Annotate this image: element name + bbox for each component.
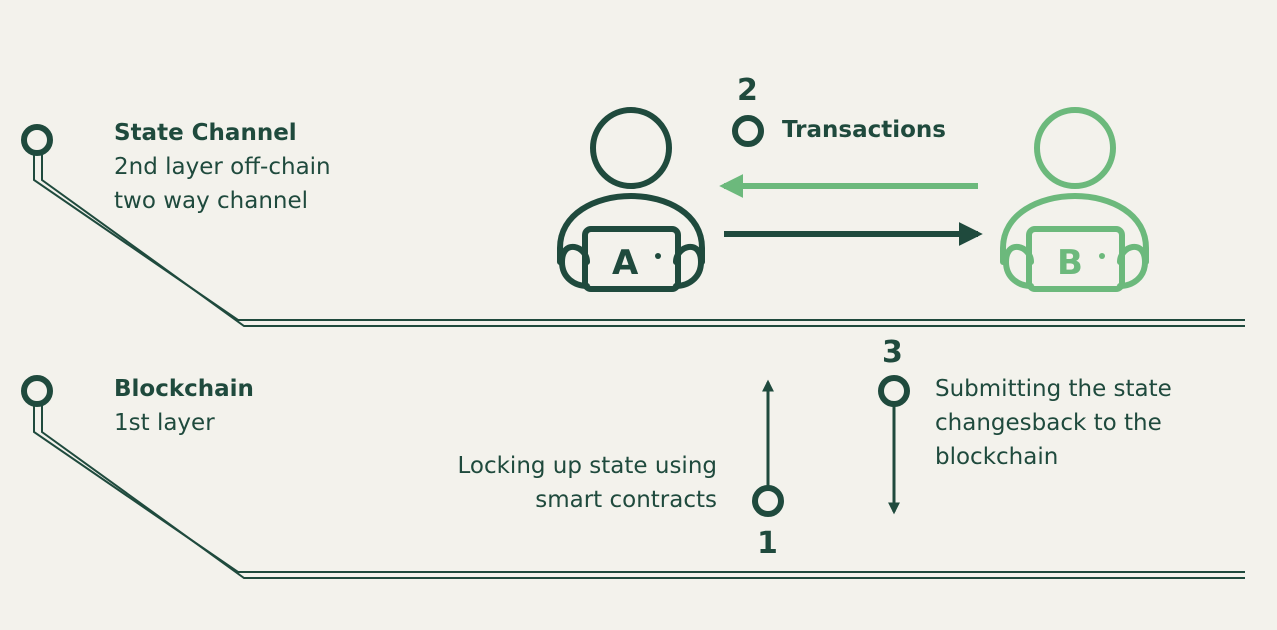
user-a-screen-dot <box>655 253 661 259</box>
step-1-node <box>752 485 784 517</box>
state-channel-line2: two way channel <box>114 188 309 214</box>
blockchain-line1: 1st layer <box>114 410 215 436</box>
step-1-line1: Locking up state using <box>457 453 717 479</box>
state-channel-node <box>21 124 53 156</box>
step-2-number: 2 <box>737 73 758 108</box>
step-3-node <box>878 375 910 407</box>
step-3-line3: blockchain <box>935 444 1059 470</box>
blockchain-track <box>33 404 1245 579</box>
user-b-icon <box>1000 107 1149 292</box>
state-channel-title: State Channel <box>114 120 297 146</box>
step-3-line1: Submitting the state <box>935 376 1172 402</box>
step-3-line2: changesback to the <box>935 410 1162 436</box>
user-a-label: A <box>612 243 639 283</box>
blockchain-title: Blockchain <box>114 376 254 402</box>
state-channel-line1: 2nd layer off-chain <box>114 154 331 180</box>
user-b-label: B <box>1057 243 1083 283</box>
step-3-number: 3 <box>882 335 903 370</box>
step-1-line2: smart contracts <box>535 487 717 513</box>
step-2-node <box>732 115 764 147</box>
step-2-label: Transactions <box>782 117 946 143</box>
state-channel-track <box>33 152 1245 327</box>
user-b-screen-dot <box>1099 253 1105 259</box>
blockchain-node <box>21 375 53 407</box>
step-1-number: 1 <box>757 526 778 561</box>
user-a-icon <box>557 107 705 292</box>
